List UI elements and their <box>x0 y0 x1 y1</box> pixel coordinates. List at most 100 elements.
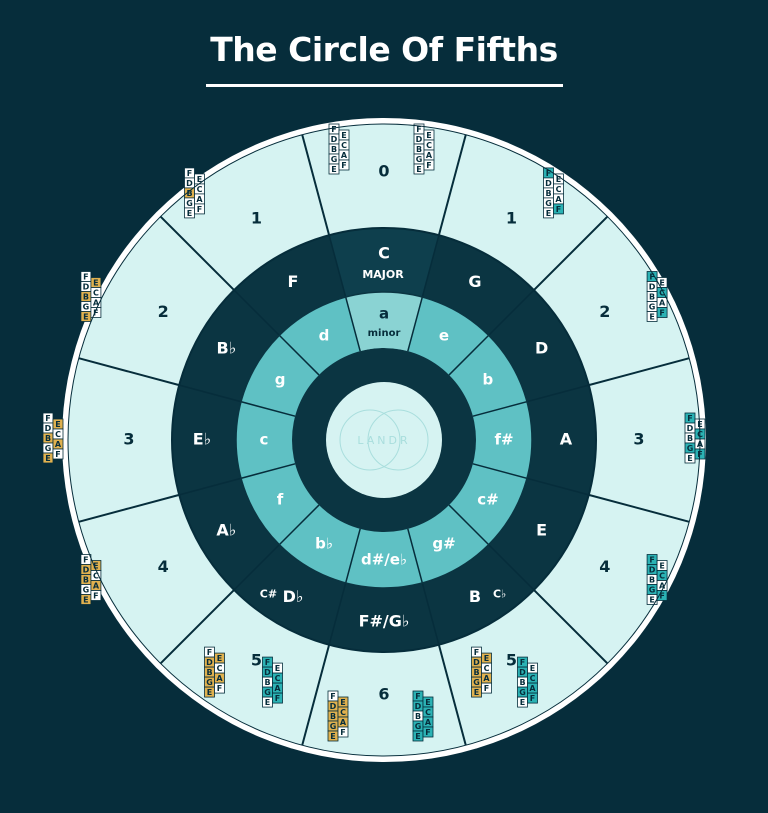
major-key-label: A <box>560 430 573 449</box>
staff-note-label: A <box>659 299 666 308</box>
staff-note-label: B <box>186 189 192 198</box>
staff-note-label: G <box>519 688 526 697</box>
segment-divider-outer <box>78 357 180 387</box>
staff-note-label: G <box>331 155 338 164</box>
staff-note-label: F <box>546 169 551 178</box>
staff-note-label: F <box>331 125 336 134</box>
staff-note-label: F <box>55 450 60 459</box>
staff-note-label: G <box>330 722 337 731</box>
segment-divider-inner <box>328 235 361 352</box>
staff-note-label: A <box>529 684 536 693</box>
staff-note-label: G <box>83 303 90 312</box>
staff-note-label: F <box>687 414 692 423</box>
staff-note-label: B <box>45 434 51 443</box>
staff-note-label: F <box>83 556 88 565</box>
staff-note-label: E <box>45 454 50 463</box>
staff-note-label: C <box>426 141 432 150</box>
staff-note-label: A <box>555 195 562 204</box>
staff-note-label: D <box>264 668 271 677</box>
staff-note-label: E <box>83 313 88 322</box>
major-key-label: D <box>535 339 548 358</box>
major-key-label: E <box>536 521 547 540</box>
staff-space-note <box>527 692 538 704</box>
staff-note-label: D <box>649 566 656 575</box>
staff-note-label: E <box>93 279 98 288</box>
staff-note-label: A <box>340 718 347 727</box>
staff-note-label: D <box>83 283 90 292</box>
staff-note-label: C <box>659 572 665 581</box>
staff-note-label: C <box>425 708 431 717</box>
staff-note-label: A <box>425 718 432 727</box>
accidental-count: 6 <box>378 685 389 704</box>
staff-note-label: D <box>649 283 656 292</box>
minor-key-label: b♭ <box>315 534 333 552</box>
accidental-count: 1 <box>251 209 262 228</box>
accidental-count: 2 <box>599 302 610 321</box>
staff-note-label: E <box>687 454 692 463</box>
staff-note-label: D <box>416 135 423 144</box>
staff-note-label: E <box>426 131 431 140</box>
staff-space-note <box>656 307 668 318</box>
landr-logo: LANDR <box>339 409 429 471</box>
major-key-label: A♭ <box>216 521 236 540</box>
segment-divider-inner <box>448 289 535 376</box>
staff-note-label: E <box>330 732 335 741</box>
staff-note-label: D <box>473 658 480 667</box>
accidental-count: 3 <box>123 430 134 449</box>
staff-note-label: C <box>341 141 347 150</box>
staff-note-label: D <box>45 424 52 433</box>
staff-note-label: A <box>659 582 666 591</box>
minor-key-label: c# <box>477 491 498 509</box>
center-disc <box>326 382 442 498</box>
staff-note-label: G <box>649 586 656 595</box>
staff-space-note <box>194 203 205 215</box>
staff-note-label: A <box>483 674 490 683</box>
accidental-count: 4 <box>158 557 169 576</box>
segment-divider-inner <box>448 504 535 591</box>
staff-note-label: C <box>556 185 562 194</box>
staff-space-note <box>553 203 564 215</box>
staff-note-label: F <box>197 205 202 214</box>
staff-note-label: F <box>415 692 420 701</box>
outer-ring-outline <box>67 123 701 757</box>
staff-note-label: A <box>274 684 281 693</box>
accidental-count: 0 <box>378 162 389 181</box>
staff-space-note <box>52 448 64 460</box>
staff-note-label: G <box>45 444 52 453</box>
segment-divider-outer <box>301 644 331 746</box>
staff-note-label: F <box>45 414 50 423</box>
staff-note-label: E <box>659 279 664 288</box>
staff-note-label: E <box>55 420 60 429</box>
staff-note-label: B <box>330 712 336 721</box>
staff-note-label: D <box>330 702 337 711</box>
accidental-count: 5 <box>251 650 262 669</box>
major-key-label: E♭ <box>193 430 211 449</box>
segment-divider-outer <box>437 644 467 746</box>
staff-note-label: A <box>426 151 433 160</box>
staff-note-label: F <box>530 694 535 703</box>
title-underline <box>206 84 563 87</box>
staff-note-label: B <box>83 576 89 585</box>
staff-note-label: D <box>206 658 213 667</box>
accidental-count: 5 <box>506 650 517 669</box>
staff-note-label: E <box>341 131 346 140</box>
enharmonic-label: C# <box>260 587 277 600</box>
segment-divider-inner <box>233 504 320 591</box>
staff-note-label: B <box>206 668 212 677</box>
accidental-count: 1 <box>506 209 517 228</box>
staff-note-label: B <box>545 189 551 198</box>
minor-key-label: g# <box>432 534 455 552</box>
segment-divider-inner <box>472 463 589 496</box>
staff-note-label: E <box>659 562 664 571</box>
staff-note-label: G <box>206 678 213 687</box>
